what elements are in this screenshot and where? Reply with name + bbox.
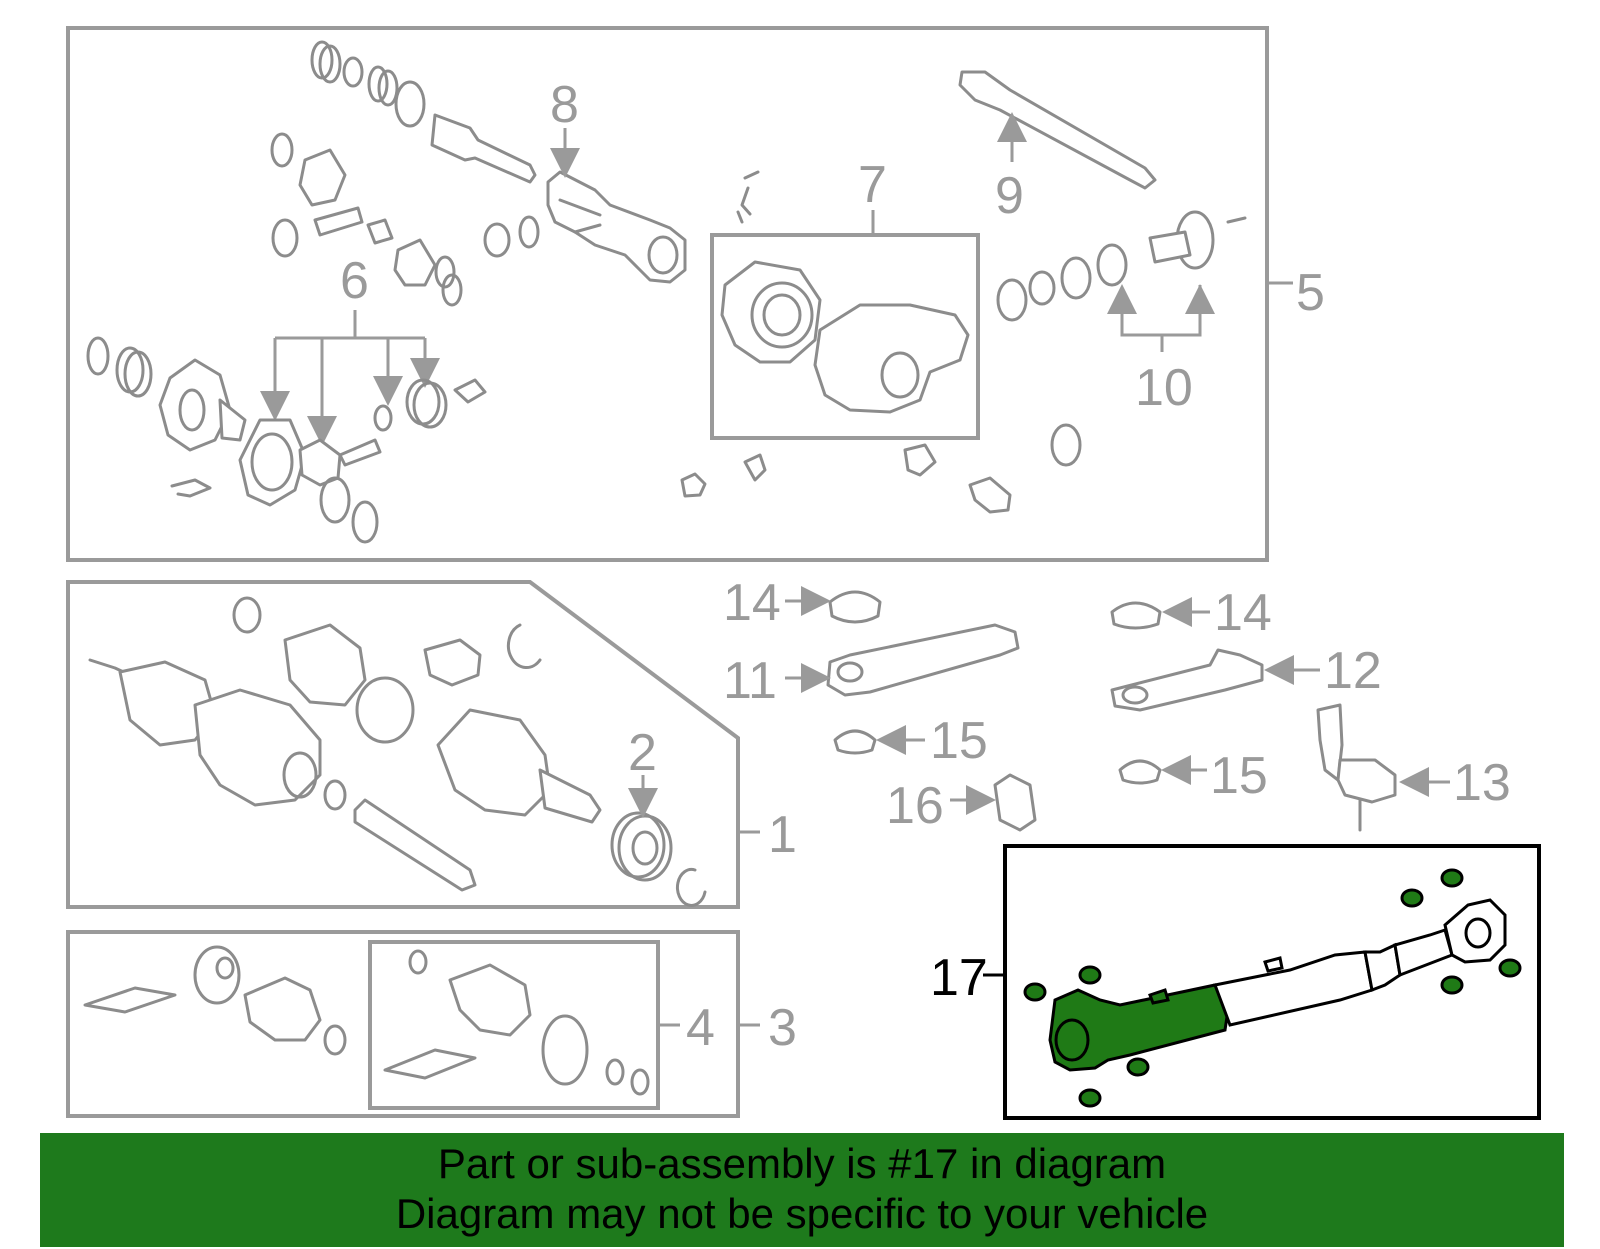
knuckle-13 [1316,703,1397,832]
boot-kit-inner [383,949,650,1096]
callout-8: 8 [550,76,579,134]
banner-line-2: Diagram may not be specific to your vehi… [395,1190,1209,1237]
callout-4: 4 [686,999,715,1057]
callout-9: 9 [995,167,1024,225]
cushion-15b [1118,759,1162,785]
pinion-shaft-part [310,40,537,184]
part-17-box [1003,844,1541,1120]
callout-14a: 14 [723,574,781,632]
callout-10: 10 [1135,359,1193,417]
callout-3: 3 [768,999,797,1057]
callout-1: 1 [768,806,797,864]
group-3-box [66,930,740,1118]
bracket-12 [1110,648,1264,712]
axle-shaft-9 [958,70,1157,190]
callout-7: 7 [858,156,887,214]
cushion-15a [833,729,877,755]
callout-17: 17 [930,949,988,1007]
callout-5: 5 [1296,264,1325,322]
group-1-box [66,580,740,909]
carrier-housing [720,260,970,414]
callout-6: 6 [340,252,369,310]
wheel-bearing-2 [610,811,707,907]
callout-15a: 15 [930,712,988,770]
bracket-11 [826,623,1020,697]
callout-13: 13 [1453,754,1511,812]
propeller-shaft-17 [1023,868,1522,1108]
callout-2: 2 [628,724,657,782]
info-banner: Part or sub-assembly is #17 in diagram D… [40,1133,1564,1247]
carrier-box-7 [710,233,980,440]
axle-tube-part [546,170,687,284]
misc-hardware [680,443,1012,514]
callout-16: 16 [886,777,944,835]
callout-11: 11 [723,652,777,710]
mount-cushion-14a [828,590,882,624]
callout-12: 12 [1324,642,1382,700]
clip-16 [993,773,1037,832]
callout-15b: 15 [1210,747,1268,805]
diff-small-parts [270,132,540,307]
banner-line-1: Part or sub-assembly is #17 in diagram [437,1140,1167,1187]
callout-14b: 14 [1214,584,1272,642]
differential-assembly [86,336,487,544]
group-5-box [66,26,1269,562]
cv-axle-assembly [88,596,602,892]
boot-kit-outer [83,945,347,1056]
side-bearings [996,210,1247,467]
mount-cushion-14b [1110,601,1162,630]
